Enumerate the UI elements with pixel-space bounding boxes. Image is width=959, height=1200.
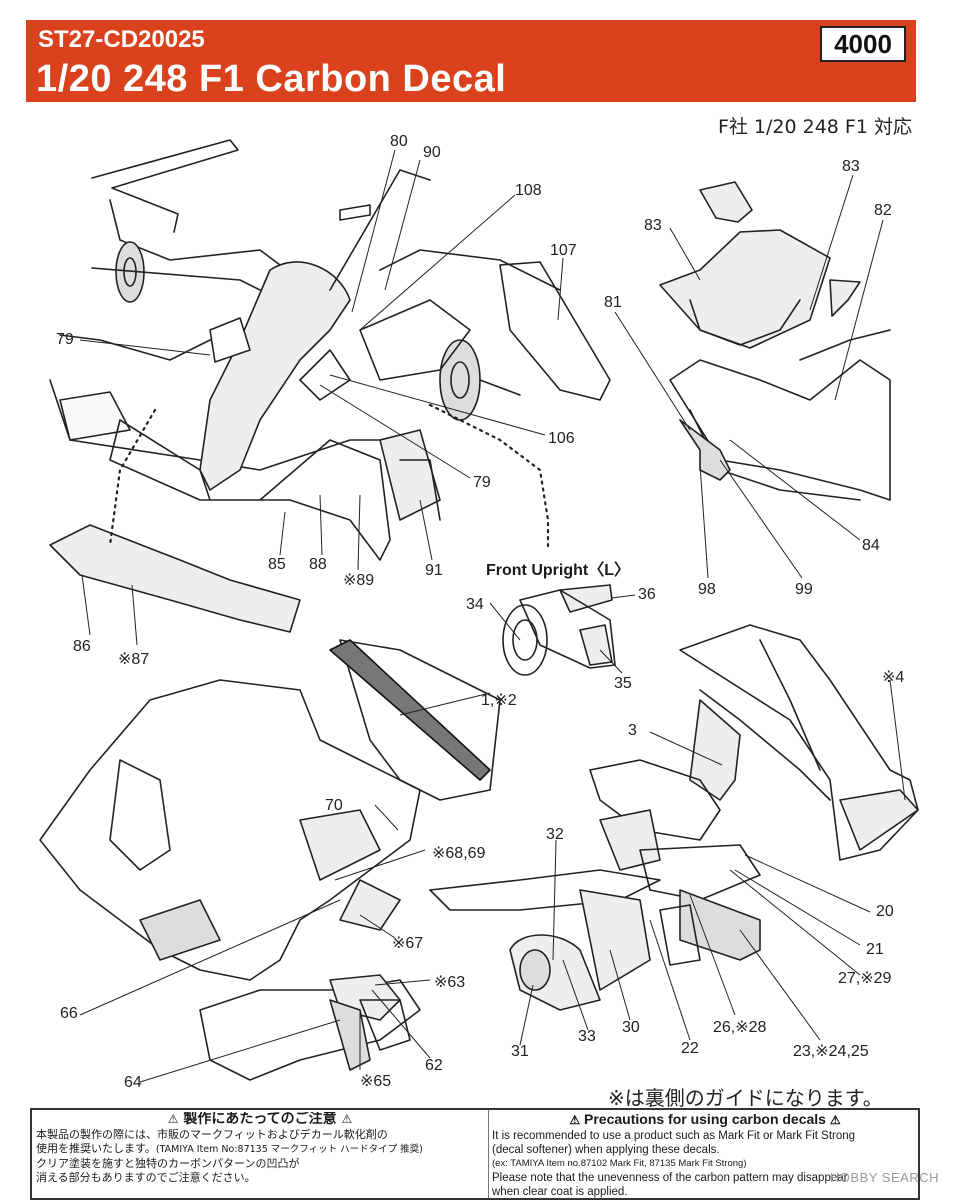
label-part-27-29: 27,※29	[838, 970, 892, 987]
label-part-30: 30	[622, 1019, 640, 1036]
warning-icon: ⚠	[167, 1112, 179, 1126]
product-title: 1/20 248 F1 Carbon Decal	[36, 58, 507, 100]
compatibility-note: F社 1/20 248 F1 対応	[717, 116, 912, 138]
label-part-64: 64	[124, 1074, 142, 1091]
label-part-106: 106	[548, 430, 575, 447]
label-part-20: 20	[876, 903, 894, 920]
label-part-81: 81	[604, 294, 622, 311]
label-part-3: 3	[628, 722, 637, 739]
label-part-31: 31	[511, 1043, 529, 1060]
label-part-63: ※63	[434, 974, 466, 991]
sidepod-assembly	[39, 639, 501, 1081]
warning-icon: ⚠	[341, 1112, 353, 1126]
label-part-23-24-25: 23,※24,25	[793, 1043, 869, 1060]
dotted-link-upright	[428, 403, 550, 552]
caution-box: ⚠ 製作にあたってのご注意 ⚠ 本製品の製作の際には、市販のマークフィットおよび…	[30, 1108, 920, 1200]
label-part-62: 62	[425, 1057, 443, 1074]
caution-jp-line2: 使用を推奨いたします。	[36, 1142, 156, 1155]
label-part-26-28: 26,※28	[713, 1019, 767, 1036]
caution-jp-line3: クリア塗装を施すと独特のカーボンパターンの凹凸が	[36, 1157, 300, 1170]
label-part-33: 33	[578, 1028, 596, 1045]
label-part-65: ※65	[360, 1073, 392, 1090]
label-part-79-top: 79	[56, 331, 74, 348]
label-part-35: 35	[614, 675, 632, 692]
front-nose-assembly	[49, 139, 611, 561]
label-part-80: 80	[390, 133, 408, 150]
label-part-21: 21	[866, 941, 884, 958]
label-part-4: ※4	[882, 669, 905, 686]
caution-en-line2: (decal softener) when applying these dec…	[492, 1144, 720, 1156]
price-box: 4000	[820, 26, 906, 62]
caution-jp-line4: 消える部分もありますのでご注意ください。	[36, 1171, 256, 1184]
caution-divider	[488, 1110, 489, 1198]
label-part-87: ※87	[118, 651, 150, 668]
label-part-89: ※89	[343, 572, 375, 589]
caution-jp-line1: 本製品の製作の際には、市販のマークフィットおよびデカール軟化剤の	[36, 1128, 388, 1141]
label-part-66: 66	[60, 1005, 78, 1022]
warning-icon: ⚠	[569, 1113, 581, 1127]
engine-cover-assembly	[659, 181, 891, 501]
label-part-98: 98	[698, 581, 716, 598]
caution-en-heading: Precautions for using carbon decals	[584, 1112, 826, 1127]
dotted-link-left	[108, 408, 157, 547]
caution-english: ⚠ Precautions for using carbon decals ⚠ …	[492, 1112, 918, 1199]
caution-en-line3: (ex: TAMIYA Item no.87102 Mark Fit, 8713…	[492, 1158, 747, 1169]
label-part-22: 22	[681, 1040, 699, 1057]
label-part-36: 36	[638, 586, 656, 603]
label-part-1-2: 1,※2	[481, 692, 517, 709]
label-part-91: 91	[425, 562, 443, 579]
product-code: ST27-CD20025	[38, 26, 205, 53]
label-part-32: 32	[546, 826, 564, 843]
label-part-34: 34	[466, 596, 484, 613]
label-part-107: 107	[550, 242, 577, 259]
rear-wing-assembly	[679, 624, 919, 861]
caution-jp-heading: 製作にあたってのご注意	[183, 1112, 337, 1127]
front-upright	[502, 584, 616, 676]
watermark: HOBBY SEARCH	[829, 1170, 939, 1185]
caution-en-line1: It is recommended to use a product such …	[492, 1130, 856, 1142]
label-part-83-left: 83	[644, 217, 662, 234]
label-part-90: 90	[423, 144, 441, 161]
label-part-88: 88	[309, 556, 327, 573]
front-upright-title: Front Upright〈L〉	[486, 562, 630, 579]
caution-jp-line2-note: (TAMIYA Item No:87135 マークフィット ハードタイプ 推奨)	[155, 1144, 423, 1155]
label-part-83-top: 83	[842, 158, 860, 175]
back-guide-note: ※は裏側のガイドになります。	[608, 1086, 883, 1110]
label-part-82: 82	[874, 202, 892, 219]
warning-icon: ⚠	[829, 1113, 841, 1127]
label-part-108: 108	[515, 182, 542, 199]
caution-japanese: ⚠ 製作にあたってのご注意 ⚠ 本製品の製作の際には、市販のマークフィットおよび…	[36, 1112, 484, 1185]
label-part-85: 85	[268, 556, 286, 573]
label-part-70: 70	[325, 797, 343, 814]
label-part-68-69: ※68,69	[432, 845, 486, 862]
rear-suspension	[429, 759, 761, 1011]
label-part-67: ※67	[392, 935, 424, 952]
label-part-79-bottom: 79	[473, 474, 491, 491]
label-part-84: 84	[862, 537, 880, 554]
caution-en-line4: Please note that the unevenness of the c…	[492, 1172, 848, 1184]
header-banner: ST27-CD20025 1/20 248 F1 Carbon Decal 40…	[26, 20, 916, 102]
label-part-86: 86	[73, 638, 91, 655]
caution-en-line5: when clear coat is applied.	[492, 1186, 628, 1198]
label-part-99: 99	[795, 581, 813, 598]
floor-strip	[49, 524, 301, 633]
